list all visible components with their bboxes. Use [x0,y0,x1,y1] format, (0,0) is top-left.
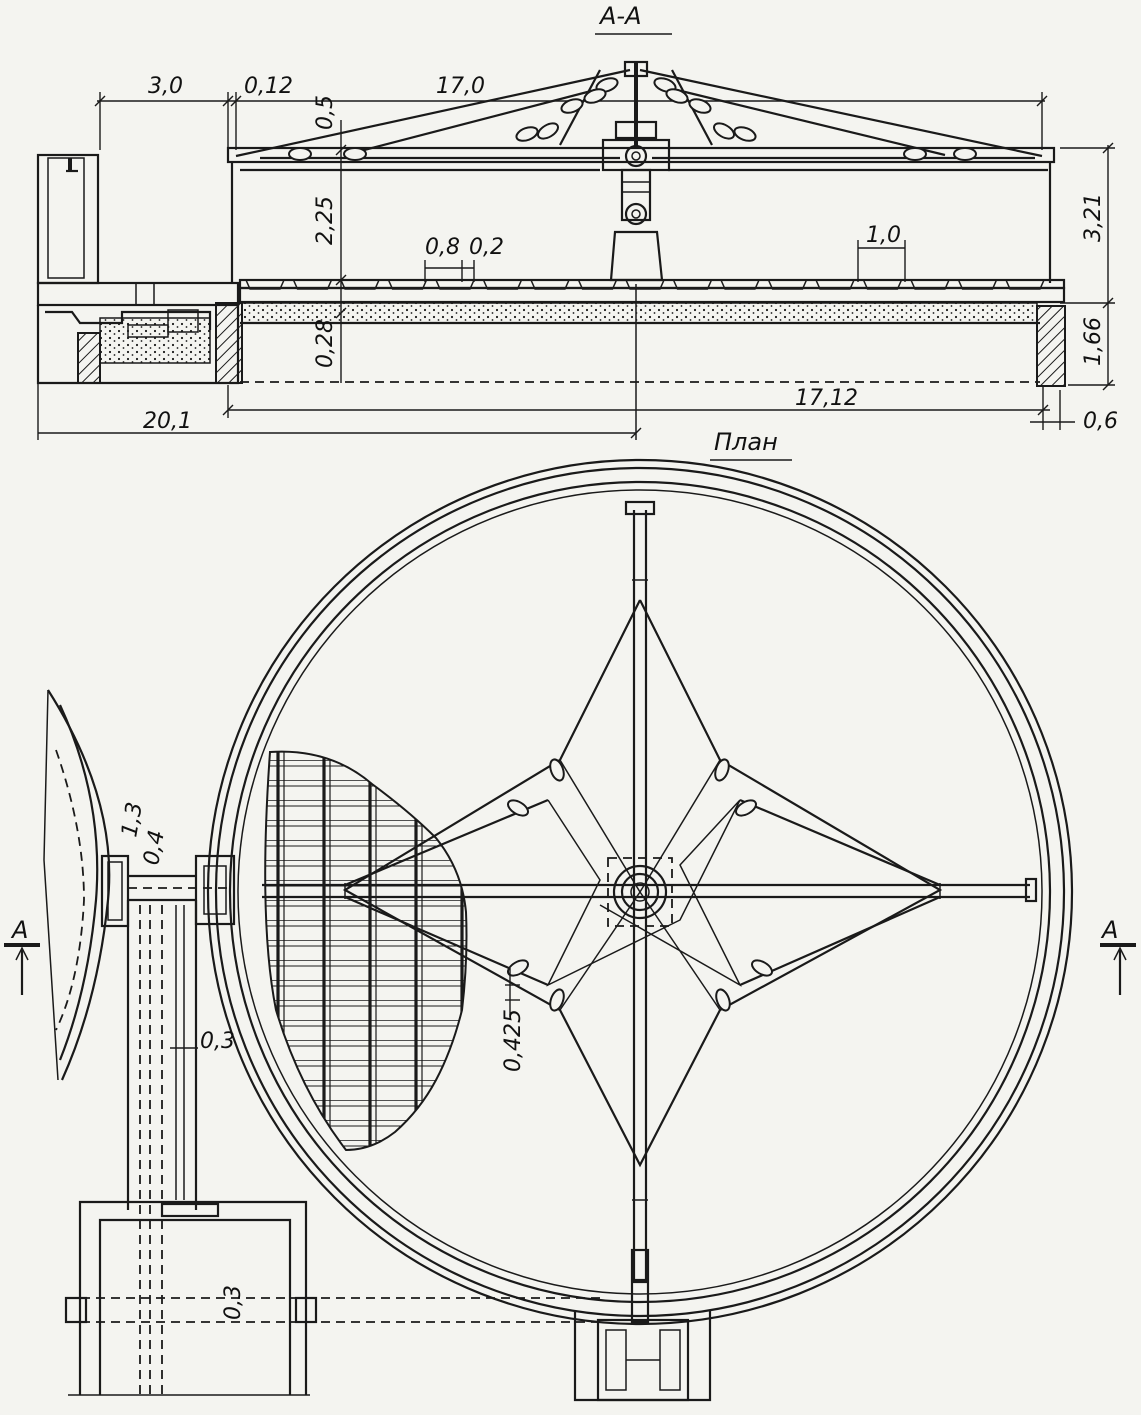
nozzle-cup [577,279,618,290]
insulator [903,147,927,161]
dim-1-3: 1,3 [117,800,148,839]
dim-0-3-pipe: 0,3 [221,1285,246,1320]
insulator [665,88,689,104]
insulators [288,77,977,161]
insulator [549,758,565,782]
dim-2-25: 2,25 [313,196,338,245]
insulator [560,98,584,114]
insulator [735,799,757,817]
insulator [688,98,712,114]
star-bracing [342,599,943,1168]
plan-insulators [507,758,773,1012]
nozzle-cup [387,279,428,290]
insulator [583,88,607,104]
dim-0-6: 0,6 [1083,409,1118,434]
dim-0-4: 0,4 [139,828,170,867]
nozzle-cup [339,279,381,290]
insulator [343,147,367,161]
dim-1-0: 1,0 [866,223,901,248]
central-hub [607,857,673,927]
nozzle-cup [957,279,998,290]
tie-rods [235,68,1043,160]
insulator [549,988,565,1012]
dim-0-12: 0,12 [244,74,293,99]
insulator [953,147,977,161]
insulator [515,126,539,142]
dim-0-3-channel: 0,3 [200,1029,235,1054]
insulator [733,126,757,142]
cut-marker-right [1100,943,1136,995]
plan-view: План [4,428,1136,1402]
dim-17-0: 17,0 [436,74,485,99]
dim-3-0: 3,0 [148,74,183,99]
inlet-channel [126,854,236,1395]
insulator [537,122,559,140]
nozzle-cup [767,279,808,290]
nozzle-cup [482,279,523,290]
dim-0-425: 0,425 [501,1009,526,1072]
nozzle-cup [909,279,951,290]
cover-frame [226,146,1056,283]
insulator [507,959,529,977]
left-collector [43,689,130,1081]
nozzle-cup [529,279,571,290]
nozzle-cup [244,279,286,290]
outlet-chamber [573,1280,712,1402]
tank-wall-right [1036,305,1066,387]
nozzle-cup [862,279,903,290]
nozzle-cup [292,279,333,290]
tank-rings [206,458,1074,1326]
section-title: А-А [598,2,642,30]
insulator [714,758,730,782]
nozzle-cup [672,279,713,290]
cut-marker-left [4,943,40,995]
dim-1-66: 1,66 [1081,317,1106,366]
insulator [713,122,735,140]
insulator [751,959,773,977]
nozzle-cup [814,279,856,290]
dim-17-12: 17,12 [795,386,858,411]
dim-20-1: 20,1 [143,409,192,434]
dim-0-28: 0,28 [313,319,338,368]
dim-3-21: 3,21 [1081,193,1106,242]
section-view: А-А 3,0 0,12 17,0 [36,2,1118,440]
dim-0-8: 0,8 [425,235,460,260]
insulator [507,799,529,817]
central-column [601,60,671,440]
dim-0-2: 0,2 [469,235,504,260]
dim-0-5: 0,5 [313,95,338,130]
nozzle-cup [1004,279,1046,290]
insulator [288,147,312,161]
nozzle-row [244,279,1046,290]
bottom-dimension-chain [37,383,1075,440]
filter-media-slab [238,278,1066,383]
tank-wall-left [215,302,243,384]
interior-dimensions [335,120,1115,391]
filter-grid-cutaway [264,750,468,1152]
cut-label-left: A [10,916,28,944]
dim-0-425-lines [505,968,520,1015]
cut-label-right: A [1100,916,1118,944]
nozzle-cup [719,279,761,290]
insulator [715,988,731,1012]
lower-left-chamber [64,1200,600,1396]
left-chamber-wall [36,153,240,385]
plan-title: План [714,428,778,456]
